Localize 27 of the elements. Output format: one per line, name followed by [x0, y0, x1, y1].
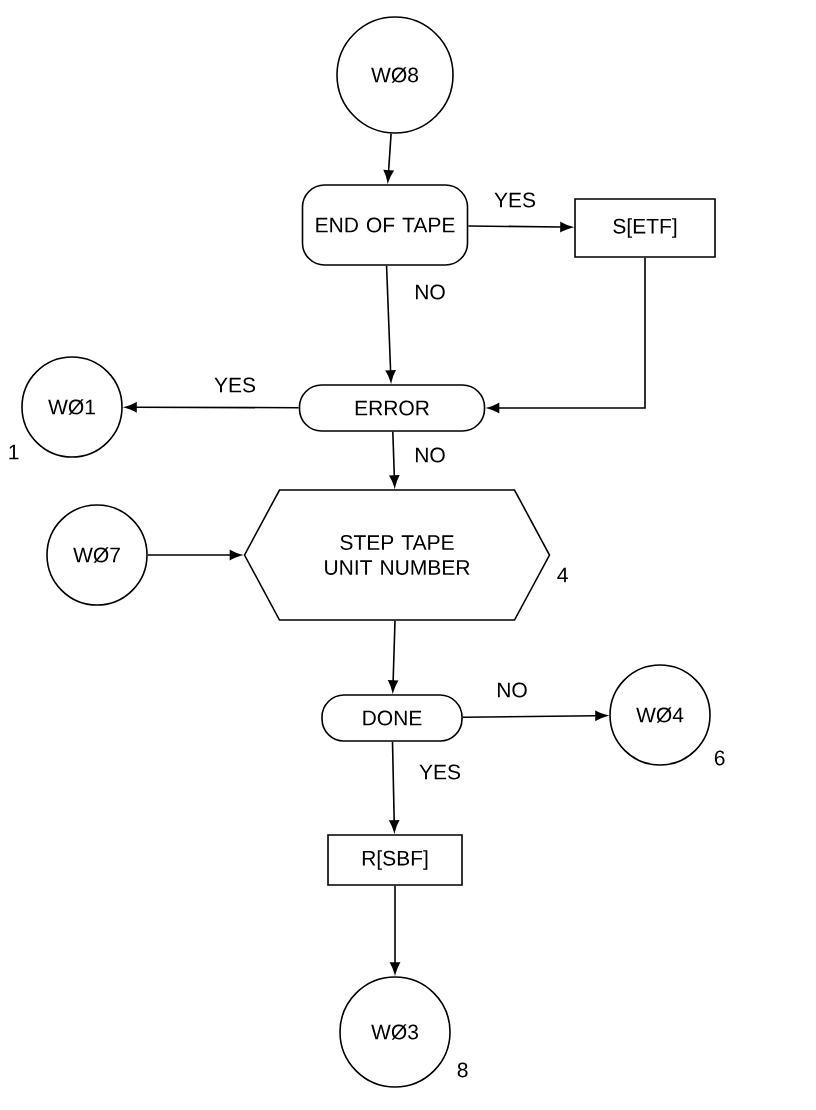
- arrow: [383, 132, 394, 182]
- arrow: [388, 620, 398, 692]
- edge-label: YES: [213, 376, 257, 394]
- arrow: [487, 257, 646, 413]
- arrow: [389, 741, 400, 832]
- edge-label: YES: [418, 763, 462, 781]
- process-box: S[ETF]: [574, 198, 716, 258]
- edge-label: NO: [413, 283, 447, 301]
- node-number: 4: [557, 567, 568, 583]
- edge-label: YES: [493, 191, 537, 209]
- preparation-hexagon: STEP TAPE UNIT NUMBER: [243, 489, 551, 621]
- edge-label: NO: [413, 446, 447, 464]
- node-number: 1: [9, 444, 19, 460]
- arrow: [467, 222, 572, 232]
- edge-label: NO: [495, 681, 529, 699]
- process-box: R[SBF]: [327, 834, 463, 886]
- decision-box: DONE: [321, 694, 463, 742]
- arrow: [390, 885, 400, 974]
- arrow: [389, 431, 400, 487]
- arrow: [462, 710, 607, 721]
- decision-box: ERROR: [298, 384, 486, 432]
- decision-box: END OF TAPE: [301, 184, 469, 266]
- arrow: [125, 402, 300, 413]
- node-number: 8: [457, 1062, 468, 1078]
- node-number: 6: [714, 750, 725, 766]
- arrow: [147, 550, 242, 560]
- arrow: [385, 265, 396, 382]
